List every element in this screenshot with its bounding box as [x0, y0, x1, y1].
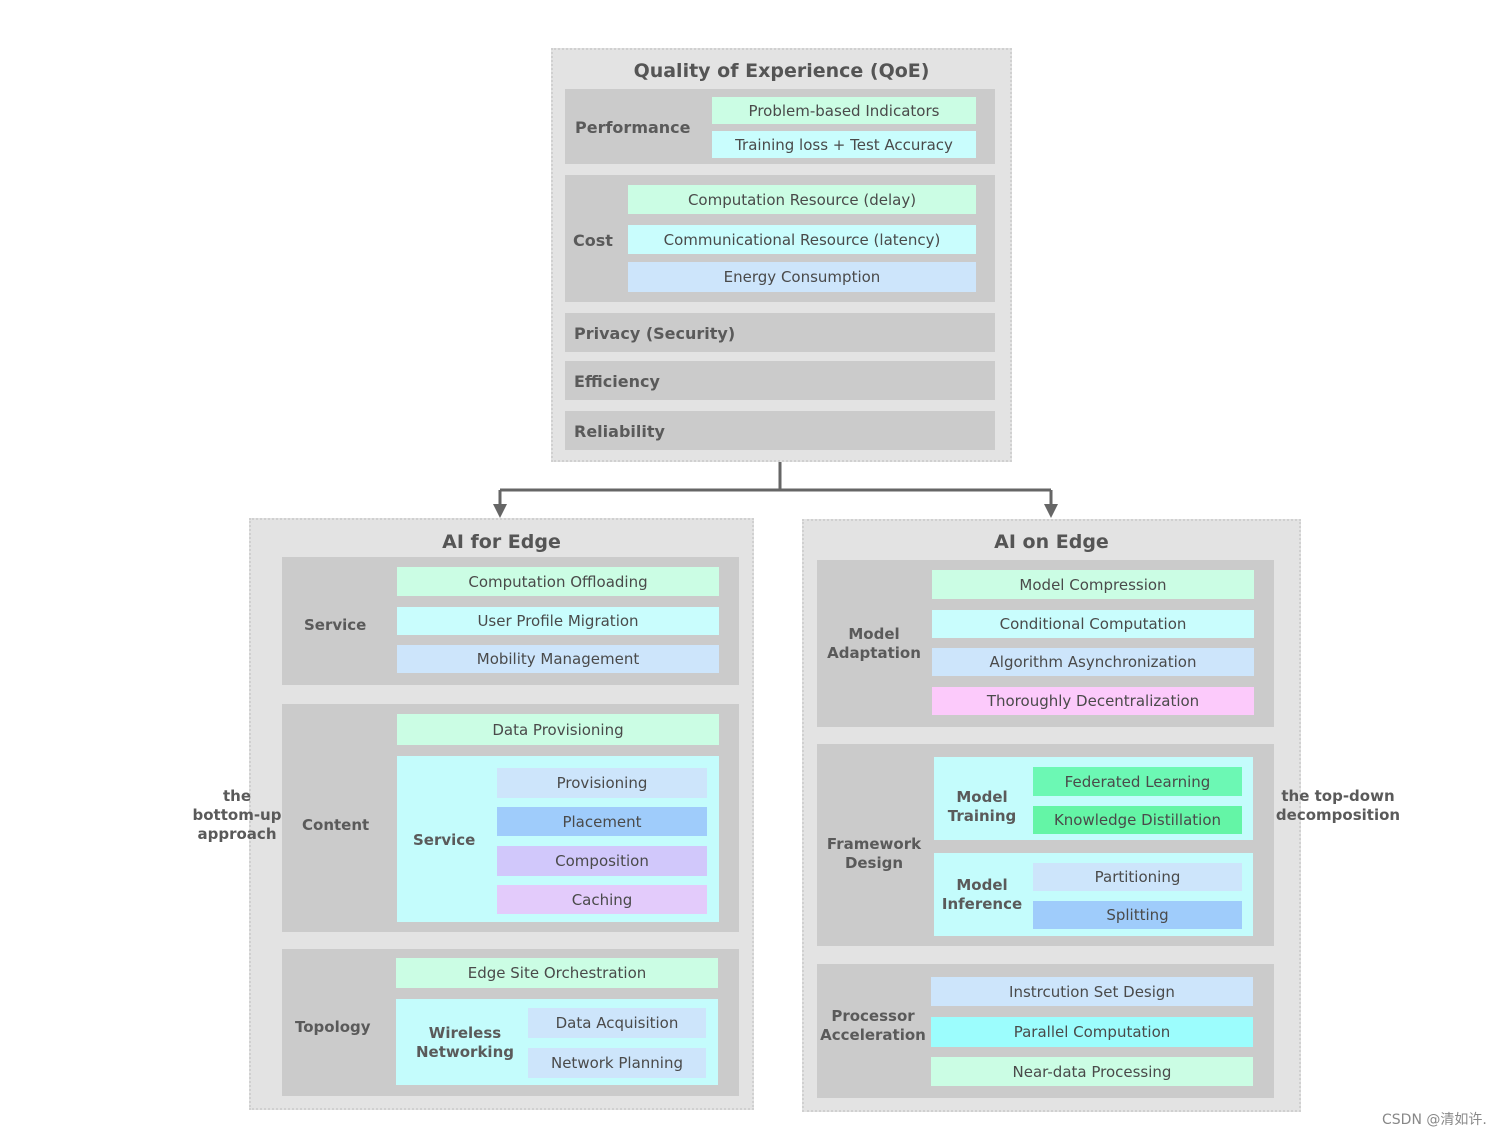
- adaptation-item-decentralization: Thoroughly Decentralization: [932, 687, 1254, 715]
- reliability-group: [565, 411, 995, 450]
- efficiency-group: [565, 361, 995, 400]
- content-service-composition: Composition: [497, 846, 707, 876]
- performance-label: Performance: [575, 118, 691, 137]
- adaptation-item-compression: Model Compression: [932, 570, 1254, 599]
- processor-item-near-data: Near-data Processing: [931, 1057, 1253, 1086]
- model-inference-label: Model Inference: [941, 876, 1023, 913]
- service-item-offloading: Computation Offloading: [397, 567, 719, 596]
- ai-for-edge-title: AI for Edge: [442, 531, 561, 553]
- inference-item-splitting: Splitting: [1033, 901, 1242, 929]
- content-label: Content: [302, 816, 370, 834]
- topology-label: Topology: [295, 1018, 371, 1036]
- perf-item-training-loss: Training loss + Test Accuracy: [712, 131, 976, 158]
- model-training-label: Model Training: [947, 788, 1017, 825]
- inference-item-partitioning: Partitioning: [1033, 863, 1242, 891]
- framework-design-label: Framework Design: [826, 835, 922, 872]
- content-item-data-provisioning: Data Provisioning: [397, 714, 719, 745]
- reliability-label: Reliability: [574, 422, 665, 441]
- perf-item-problem-indicators: Problem-based Indicators: [712, 97, 976, 124]
- training-item-federated: Federated Learning: [1033, 767, 1242, 796]
- training-item-distillation: Knowledge Distillation: [1033, 806, 1242, 834]
- qoe-title: Quality of Experience (QoE): [633, 60, 930, 82]
- service-label: Service: [304, 616, 367, 634]
- wireless-item-network-planning: Network Planning: [528, 1048, 706, 1078]
- processor-item-instruction-set: Instrcution Set Design: [931, 977, 1253, 1006]
- watermark: CSDN @清如许.: [1382, 1112, 1487, 1128]
- adaptation-item-conditional: Conditional Computation: [932, 610, 1254, 638]
- cost-label: Cost: [573, 231, 613, 250]
- content-service-label: Service: [413, 831, 476, 849]
- content-service-placement: Placement: [497, 807, 707, 836]
- content-service-caching: Caching: [497, 885, 707, 914]
- top-down-decomposition-label: the top-down decomposition: [1275, 787, 1401, 824]
- qoe-to-branches-connector: [498, 462, 1053, 505]
- content-service-provisioning: Provisioning: [497, 768, 707, 798]
- cost-item-computation: Computation Resource (delay): [628, 185, 976, 214]
- arrow-head-ai-for-edge: [493, 504, 507, 518]
- cost-item-communication: Communicational Resource (latency): [628, 225, 976, 254]
- wireless-networking-label: Wireless Networking: [416, 1024, 514, 1061]
- bottom-up-approach-label: the bottom-up approach: [192, 787, 282, 843]
- model-adaptation-label: Model Adaptation: [827, 625, 921, 662]
- processor-item-parallel: Parallel Computation: [931, 1017, 1253, 1047]
- topology-item-orchestration: Edge Site Orchestration: [396, 958, 718, 988]
- arrow-head-ai-on-edge: [1044, 504, 1058, 518]
- ai-on-edge-title: AI on Edge: [994, 531, 1109, 553]
- service-item-mobility: Mobility Management: [397, 645, 719, 673]
- cost-item-energy: Energy Consumption: [628, 262, 976, 292]
- privacy-label: Privacy (Security): [574, 324, 736, 343]
- privacy-group: [565, 313, 995, 352]
- efficiency-label: Efficiency: [574, 372, 660, 391]
- processor-acceleration-label: Processor Acceleration: [820, 1007, 926, 1044]
- wireless-item-data-acquisition: Data Acquisition: [528, 1008, 706, 1038]
- adaptation-item-asynchronization: Algorithm Asynchronization: [932, 648, 1254, 676]
- service-item-migration: User Profile Migration: [397, 607, 719, 635]
